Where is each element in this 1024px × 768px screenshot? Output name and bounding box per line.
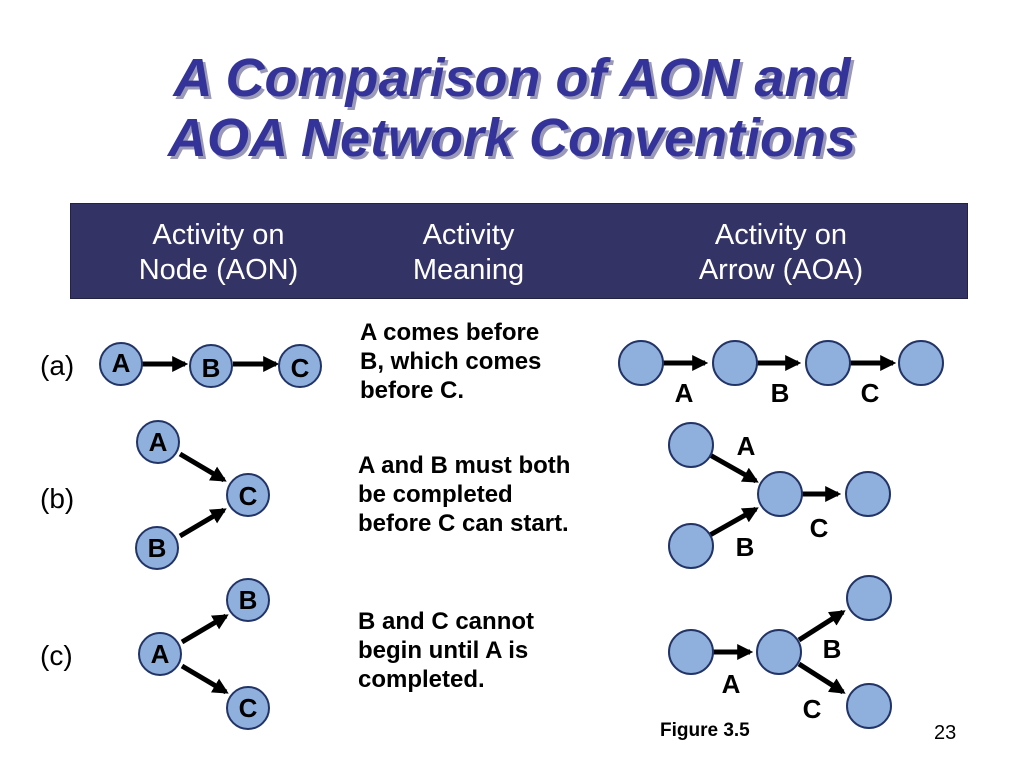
- aon-node-a: [99, 342, 143, 386]
- title-line-1: A Comparison of AON and: [173, 48, 851, 108]
- table-header: Activity on Node (AON) Activity Meaning …: [70, 203, 968, 299]
- aon-arrow: [178, 507, 227, 539]
- row-c-aoa-diagram: B A C: [668, 575, 892, 729]
- arrow-label: A: [675, 378, 694, 408]
- aon-node-a: [138, 632, 182, 676]
- header-aon-line-1: Activity on: [152, 219, 285, 251]
- aon-node-c: [278, 344, 322, 388]
- header-meaning-line-1: Activity: [422, 219, 515, 251]
- aon-node-a: [136, 420, 180, 464]
- figure-caption: Figure 3.5: [660, 720, 750, 741]
- title-line-2: AOA Network Conventions: [167, 108, 857, 168]
- node-label: B: [148, 533, 167, 563]
- aoa-event-node: [618, 340, 664, 386]
- node-label: C: [239, 693, 258, 723]
- aoa-event-node: [898, 340, 944, 386]
- aoa-arrow: [708, 452, 759, 484]
- meaning-line: B and C cannot: [358, 608, 535, 635]
- arrow-label: B: [736, 532, 755, 562]
- aoa-event-node: [805, 340, 851, 386]
- aon-arrow: [178, 451, 227, 483]
- header-aon: Activity on Node (AON): [111, 218, 326, 288]
- meaning-line: A comes before: [360, 319, 540, 346]
- aoa-event-node: [756, 629, 802, 675]
- aon-node-c: [226, 473, 270, 517]
- row-b-label: (b): [40, 483, 75, 514]
- node-label: A: [149, 427, 168, 457]
- aoa-arrow: [797, 609, 846, 643]
- header-meaning-line-2: Meaning: [412, 254, 525, 286]
- aoa-event-node: [668, 422, 714, 468]
- node-label: B: [239, 585, 258, 615]
- meaning-line: B, which comes: [360, 348, 542, 375]
- row-c-aon-diagram: B A C: [138, 578, 270, 730]
- row-b-meaning: A and B must both be completed before C …: [358, 451, 570, 538]
- aoa-arrow: [708, 506, 759, 538]
- slide-title: A Comparison of AON and AOA Network Conv…: [0, 48, 1024, 168]
- header-aoa-line-2: Arrow (AOA): [698, 254, 864, 286]
- arrow-label: C: [861, 378, 880, 408]
- header-aoa: Activity on Arrow (AOA): [651, 218, 911, 288]
- row-a-aoa-diagram: A B C: [618, 340, 944, 408]
- aoa-event-node: [846, 575, 892, 621]
- aoa-arrow: [797, 661, 846, 695]
- row-b-aon-diagram: A C B: [135, 420, 270, 570]
- aon-node-c: [226, 686, 270, 730]
- arrow-label: B: [771, 378, 790, 408]
- header-meaning: Activity Meaning: [371, 218, 566, 288]
- arrow-label: B: [823, 634, 842, 664]
- node-label: C: [291, 353, 310, 383]
- aoa-event-node: [712, 340, 758, 386]
- page-number: 23: [934, 722, 957, 744]
- aon-arrow: [180, 663, 229, 695]
- aon-node-b: [226, 578, 270, 622]
- meaning-line: before C.: [360, 377, 465, 404]
- row-c-label: (c): [40, 640, 73, 671]
- row-c-meaning: B and C cannot begin until A is complete…: [358, 607, 534, 694]
- node-label: B: [202, 353, 221, 383]
- row-a-meaning: A comes before B, which comes before C.: [360, 318, 541, 405]
- row-b-aoa-diagram: A C B: [668, 422, 891, 569]
- meaning-line: begin until A is: [358, 637, 529, 664]
- arrow-label: C: [810, 513, 829, 543]
- meaning-line: completed.: [358, 666, 485, 693]
- row-a-aon-diagram: A B C: [99, 342, 322, 388]
- arrow-label: A: [737, 431, 756, 461]
- header-aoa-line-1: Activity on: [714, 219, 848, 251]
- arrow-label: C: [803, 694, 822, 724]
- aon-node-b: [135, 526, 179, 570]
- node-label: A: [112, 348, 131, 378]
- aoa-event-node: [845, 471, 891, 517]
- header-aon-line-2: Node (AON): [138, 254, 299, 286]
- meaning-line: be completed: [358, 481, 513, 508]
- node-label: A: [151, 639, 170, 669]
- aoa-event-node: [757, 471, 803, 517]
- meaning-line: A and B must both: [358, 452, 571, 479]
- aoa-event-node: [668, 523, 714, 569]
- arrow-label: A: [722, 669, 741, 699]
- aoa-event-node: [846, 683, 892, 729]
- node-label: C: [239, 481, 258, 511]
- aon-node-b: [189, 344, 233, 388]
- row-a-label: (a): [40, 350, 75, 381]
- aoa-event-node: [668, 629, 714, 675]
- meaning-line: before C can start.: [358, 510, 569, 537]
- aon-arrow: [180, 613, 229, 645]
